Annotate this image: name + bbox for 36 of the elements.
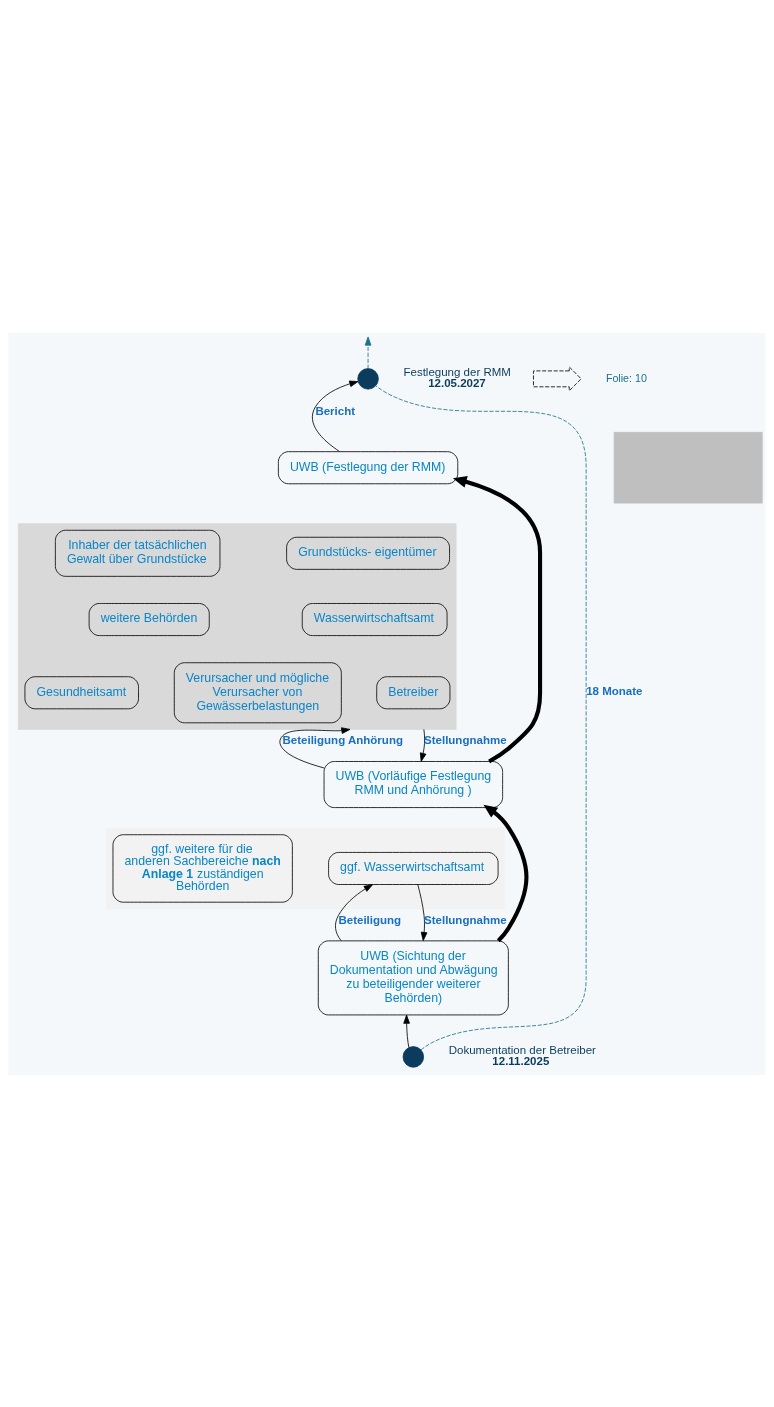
- arrow: [279, 726, 351, 768]
- arrow: [403, 1014, 410, 1048]
- node-circle: [357, 367, 379, 390]
- node-box: weitere Behörden: [88, 602, 210, 636]
- edge-label: 18 Monate: [586, 684, 643, 697]
- node-box: Wasserwirtschaftsamt: [301, 602, 448, 636]
- node-label: 12.11.2025: [492, 1054, 550, 1067]
- node-circle: [402, 1045, 425, 1068]
- node-label: Dokumentation der Betreiber: [448, 1043, 596, 1056]
- node-box: [613, 431, 763, 503]
- node-box: Verursacher und mögliche Verursacher von Gewässerbelastungen: [173, 661, 342, 723]
- edge-label: Beteiligung Anhörung: [282, 733, 403, 746]
- cluster: [106, 827, 506, 909]
- node-box: UWB (Sichtung der Dokumentation und Abwägung zu beteiligender weiterer Behörden): [317, 939, 509, 1015]
- node-arrow: [533, 366, 582, 391]
- arrow: [335, 883, 373, 941]
- label: Folie: 10: [605, 371, 647, 384]
- arrow: [452, 475, 543, 763]
- connector: [375, 384, 587, 1050]
- node-box: ggf. weitere für die anderen Sachbereiche nach Anlage 1 zuständigen Behörden: [112, 833, 293, 903]
- arrow: [417, 883, 428, 941]
- arrow: [312, 380, 359, 452]
- edge-label: Beteiligung: [338, 913, 402, 926]
- cluster: [17, 522, 457, 730]
- node-box: Grundstücks- eigentümer: [286, 536, 450, 570]
- node-box: Gesundheitsamt: [24, 675, 139, 709]
- arrow: [483, 804, 529, 942]
- node-label: Festlegung der RMM: [403, 365, 511, 378]
- node-box: UWB (Festlegung der RMM): [277, 450, 459, 484]
- arrow: [364, 336, 372, 369]
- node-box: Betreiber: [376, 675, 451, 709]
- node-box: ggf. Wasserwirtschaftsamt: [328, 851, 499, 885]
- edge-label: Bericht: [315, 404, 356, 417]
- node-box: UWB (Vorläufige Festlegung RMM und Anhörung ): [323, 760, 504, 808]
- node-box: Inhaber der tatsächlichen Gewalt über Grundstücke: [54, 529, 221, 577]
- arrow: [419, 728, 427, 762]
